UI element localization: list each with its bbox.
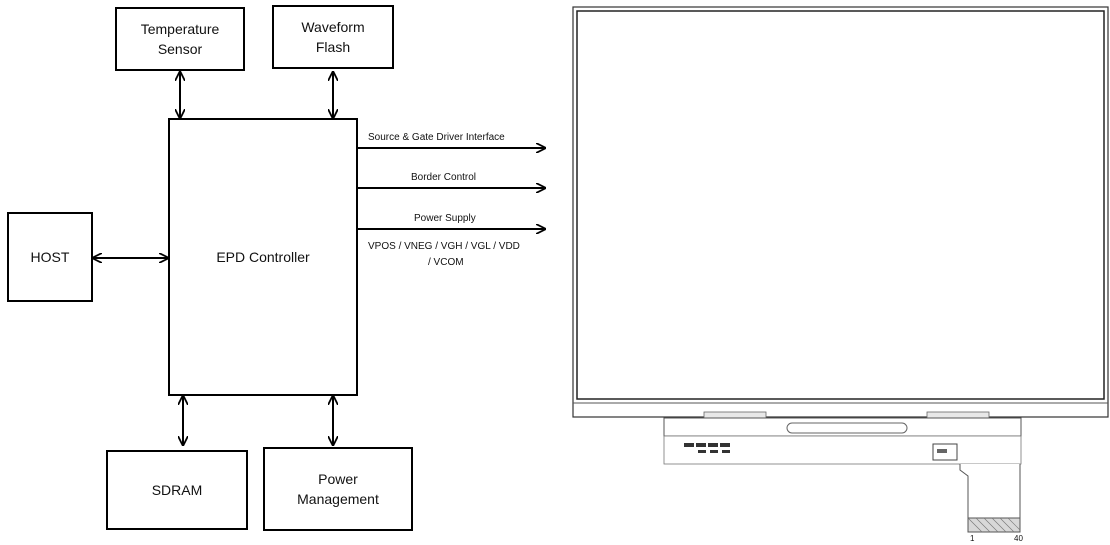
waveform-flash-label-2: Flash [315,39,351,55]
temperature-sensor-block: Temperature Sensor [115,7,245,71]
epd-panel [572,6,1109,533]
epd-controller-label: EPD Controller [216,249,310,265]
waveform-flash-block: Waveform Flash [272,5,394,69]
epd-controller-block: EPD Controller [168,118,358,396]
fpc-pin-last-label: 40 [1014,534,1023,543]
power-supply-label: Power Supply [414,213,476,224]
sdram-block: SDRAM [106,450,248,530]
power-rails-label-2: / VCOM [428,257,464,268]
power-management-label-2: Management [297,491,379,507]
border-control-label: Border Control [411,172,477,183]
power-management-label-1: Power [318,471,358,487]
sdram-label: SDRAM [151,482,203,498]
temperature-sensor-label-2: Sensor [157,41,203,57]
power-rails-label-1: VPOS / VNEG / VGH / VGL / VDD [368,241,520,252]
temperature-sensor-label-1: Temperature [140,21,220,37]
host-block: HOST [7,212,93,302]
waveform-flash-label-1: Waveform [301,19,365,35]
power-management-block: Power Management [263,447,413,531]
host-label: HOST [30,249,70,265]
fpc-pin-first-label: 1 [970,534,975,543]
source-gate-interface-label: Source & Gate Driver Interface [368,132,505,143]
